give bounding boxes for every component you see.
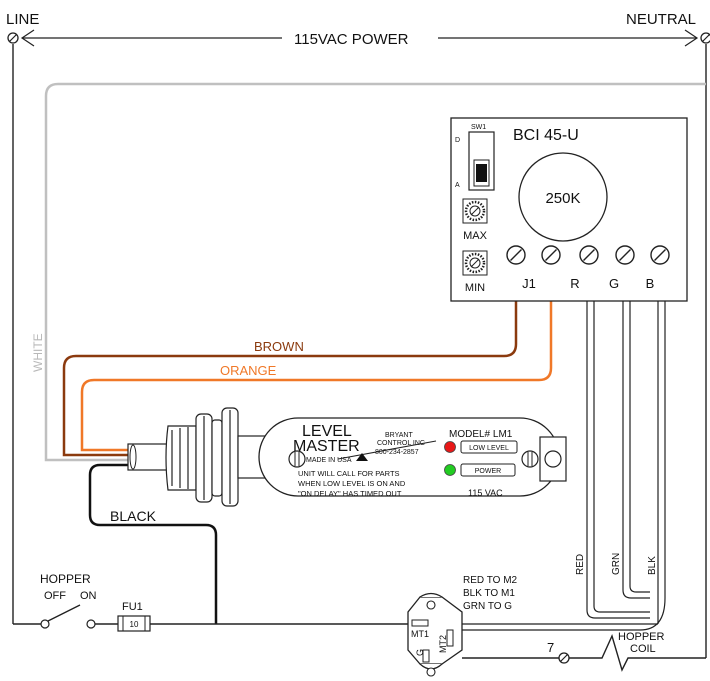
pot-value: 250K xyxy=(545,190,580,207)
terminal-g: G xyxy=(609,276,619,291)
terminal-r: R xyxy=(570,276,579,291)
mount-screw-right-icon xyxy=(544,450,562,468)
triac-note-line3: GRN TO G xyxy=(463,601,512,612)
divider-line xyxy=(337,440,437,460)
maker-line2: CONTROL INC xyxy=(377,440,425,447)
screw-j1b-icon xyxy=(541,245,561,265)
triac-note-line1: RED TO M2 xyxy=(463,575,518,586)
grn-wire-label: GRN xyxy=(611,553,622,575)
white-wire-label: WHITE xyxy=(31,333,45,372)
sw1-d-label: D xyxy=(455,137,460,144)
coil-label-line1: HOPPER xyxy=(618,631,665,643)
sw1-knob-icon xyxy=(476,164,487,182)
brand-line2: MASTER xyxy=(293,438,360,455)
red-wire xyxy=(586,268,650,619)
maker-line1: BRYANT xyxy=(385,432,413,439)
blk-wire xyxy=(460,268,666,631)
hopper-switch-title: HOPPER xyxy=(40,572,91,586)
led-low-level-box xyxy=(460,440,518,454)
led-low-level-label: LOW LEVEL xyxy=(469,445,509,452)
hopper-on-label: ON xyxy=(80,590,97,602)
mount-screw-left-icon xyxy=(288,450,306,468)
controller-model: BCI 45-U xyxy=(513,127,579,144)
max-trimpot-icon[interactable] xyxy=(461,197,489,225)
triac-mt2: MT2 xyxy=(438,635,448,653)
maker-phone: 800-234-2857 xyxy=(375,449,419,456)
terminal-b: B xyxy=(646,276,655,291)
led-power-box xyxy=(460,463,516,477)
sensor-model: MODEL# LM1 xyxy=(449,429,513,440)
made-in-usa: MADE IN USA xyxy=(306,457,352,464)
screw-g-icon xyxy=(615,245,635,265)
led-power-icon xyxy=(444,464,456,476)
note-line1: UNIT WILL CALL FOR PARTS xyxy=(298,469,400,478)
coil-label-line2: COIL xyxy=(630,643,656,655)
sensor-voltage: 115 VAC xyxy=(468,488,503,498)
note-line2: WHEN LOW LEVEL IS ON AND xyxy=(298,479,406,488)
hopper-coil xyxy=(569,633,706,672)
sw1-a-label: A xyxy=(455,182,460,189)
fuse-label: FU1 xyxy=(122,601,143,613)
screw-r-icon xyxy=(579,245,599,265)
terminal-j1: J1 xyxy=(522,276,536,291)
triac-note-line2: BLK TO M1 xyxy=(463,588,515,599)
red-wire-label: RED xyxy=(575,554,586,575)
triac-device xyxy=(407,592,463,677)
power-arrow xyxy=(20,29,699,47)
grn-wire xyxy=(622,268,650,599)
screw-b-icon xyxy=(650,245,670,265)
brand-line1: LEVEL xyxy=(302,423,352,440)
hopper-switch[interactable] xyxy=(40,604,96,629)
mount-screw-bracket-icon xyxy=(521,450,539,468)
neutral-terminal-icon xyxy=(700,32,710,44)
black-wire xyxy=(88,463,218,624)
terminal-7-icon xyxy=(558,652,570,664)
fuse-value: 10 xyxy=(130,620,139,629)
hopper-off-label: OFF xyxy=(44,590,66,602)
min-trimpot-icon[interactable] xyxy=(461,249,489,277)
blk-wire-label: BLK xyxy=(647,556,658,575)
line-label: LINE xyxy=(6,11,39,28)
neutral-label: NEUTRAL xyxy=(626,11,696,28)
brown-wire xyxy=(62,268,518,457)
triac-g: G xyxy=(415,649,425,656)
min-label: MIN xyxy=(465,282,485,294)
line-terminal-icon xyxy=(7,32,19,44)
black-wire-label: BLACK xyxy=(110,508,157,524)
terminal-7-label: 7 xyxy=(547,640,554,655)
led-low-level-icon xyxy=(444,441,456,453)
note-line3: "ON DELAY" HAS TIMED OUT xyxy=(298,489,402,498)
white-wire xyxy=(44,82,706,462)
sensor-cable xyxy=(127,443,169,471)
screw-j1a-icon xyxy=(506,245,526,265)
led-power-label: POWER xyxy=(475,468,501,475)
max-label: MAX xyxy=(463,230,488,242)
pot-250k[interactable] xyxy=(518,152,608,242)
brown-wire-label: BROWN xyxy=(254,339,304,354)
triangle-icon xyxy=(356,453,368,461)
triac-mt1: MT1 xyxy=(411,629,429,639)
power-title: 115VAC POWER xyxy=(294,31,409,48)
sw1-label: SW1 xyxy=(471,124,486,131)
orange-wire-label: ORANGE xyxy=(220,363,277,378)
orange-wire xyxy=(80,268,553,452)
